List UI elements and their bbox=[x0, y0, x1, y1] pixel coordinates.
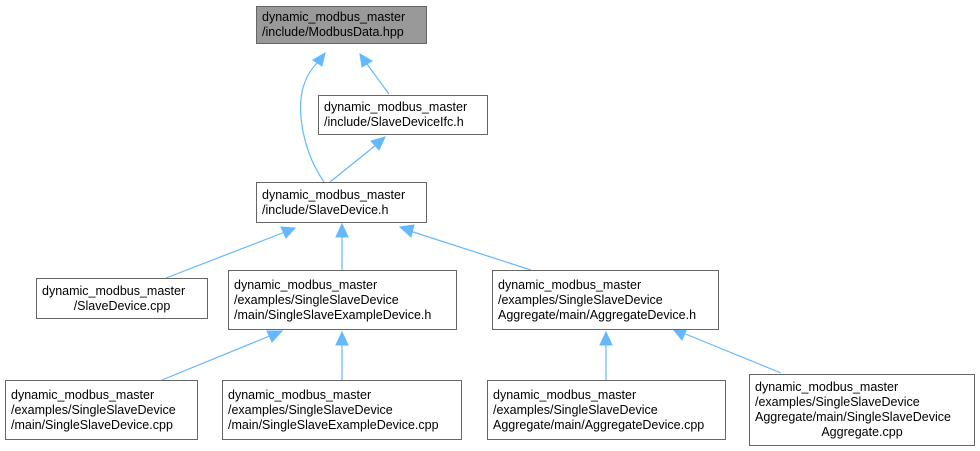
arrowhead bbox=[599, 330, 613, 346]
arrowhead bbox=[280, 226, 297, 239]
node-label-line: /include/SlaveDevice.h bbox=[262, 202, 389, 217]
node-label-line: /examples/SingleSlaveDevice bbox=[234, 292, 399, 307]
node-label-line: /examples/SingleSlaveDevice bbox=[493, 402, 658, 417]
node-label-line: dynamic_modbus_master bbox=[755, 380, 899, 394]
node-label-line: /include/ModbusData.hpp bbox=[262, 25, 404, 39]
node-single-example-h[interactable]: dynamic_modbus_master /examples/SingleSl… bbox=[228, 270, 457, 330]
node-label-line: /include/SlaveDeviceIfc.h bbox=[324, 115, 464, 129]
node-slave-device-h[interactable]: dynamic_modbus_master /include/SlaveDevi… bbox=[256, 182, 427, 223]
node-label-line: dynamic_modbus_master bbox=[42, 283, 186, 298]
edge-single-aggregate-cpp-to-aggregate-h bbox=[682, 332, 782, 374]
edge-slave-device-ifc-to-modbus-data bbox=[366, 63, 390, 95]
edge-slave-device-h-to-modbus-data bbox=[300, 61, 325, 183]
node-aggregate-h[interactable]: dynamic_modbus_master /examples/SingleSl… bbox=[492, 270, 719, 330]
arrowhead bbox=[335, 330, 349, 346]
edge-slave-device-h-to-slave-device-ifc bbox=[329, 144, 377, 183]
node-label-line: dynamic_modbus_master bbox=[234, 277, 378, 292]
edge-single-slave-cpp-to-single-example-h bbox=[161, 334, 273, 381]
arrowhead bbox=[266, 330, 284, 343]
node-label-line: Aggregate/main/AggregateDevice.cpp bbox=[493, 417, 705, 432]
node-label-line: dynamic_modbus_master bbox=[262, 187, 406, 202]
node-label-line: /main/SingleSlaveExampleDevice.h bbox=[234, 307, 432, 322]
node-single-aggregate-cpp[interactable]: dynamic_modbus_master /examples/SingleSl… bbox=[749, 374, 975, 446]
node-label-line: Aggregate/main/AggregateDevice.h bbox=[498, 307, 697, 322]
arrowhead bbox=[398, 224, 415, 238]
node-label-line: /SlaveDevice.cpp bbox=[73, 298, 171, 313]
node-label-line: /examples/SingleSlaveDevice bbox=[755, 395, 920, 409]
node-label-line: dynamic_modbus_master bbox=[228, 387, 372, 402]
node-label-line: dynamic_modbus_master bbox=[11, 387, 155, 402]
arrowhead bbox=[335, 222, 349, 238]
node-single-slave-cpp[interactable]: dynamic_modbus_master /examples/SingleSl… bbox=[5, 380, 198, 440]
node-label-line: /main/SingleSlaveDevice.cpp bbox=[11, 417, 173, 432]
arrowhead bbox=[312, 51, 326, 67]
node-label-line: Aggregate.cpp bbox=[821, 425, 903, 439]
node-label-line: /examples/SingleSlaveDevice bbox=[228, 402, 393, 417]
node-label-line: Aggregate/main/SingleSlaveDevice bbox=[755, 410, 951, 424]
edge-slave-device-cpp-to-slave-device-h bbox=[165, 231, 286, 279]
node-label-line: /examples/SingleSlaveDevice bbox=[11, 402, 176, 417]
node-label-line: dynamic_modbus_master bbox=[324, 100, 468, 114]
node-label-line: dynamic_modbus_master bbox=[493, 387, 637, 402]
edge-aggregate-h-to-slave-device-h bbox=[409, 230, 532, 271]
node-aggregate-cpp[interactable]: dynamic_modbus_master /examples/SingleSl… bbox=[487, 380, 726, 440]
arrowhead bbox=[370, 136, 386, 151]
node-label-line: dynamic_modbus_master bbox=[498, 277, 642, 292]
node-modbus-data[interactable]: dynamic_modbus_master /include/ModbusDat… bbox=[256, 6, 427, 44]
node-label-line: dynamic_modbus_master bbox=[262, 10, 406, 24]
node-label-line: /examples/SingleSlaveDevice bbox=[498, 292, 663, 307]
node-label-line: /main/SingleSlaveExampleDevice.cpp bbox=[228, 417, 439, 432]
node-slave-device-ifc[interactable]: dynamic_modbus_master /include/SlaveDevi… bbox=[318, 95, 488, 135]
node-single-example-cpp[interactable]: dynamic_modbus_master /examples/SingleSl… bbox=[222, 380, 462, 440]
arrowhead bbox=[359, 53, 373, 68]
node-slave-device-cpp[interactable]: dynamic_modbus_master /SlaveDevice.cpp bbox=[36, 278, 208, 319]
